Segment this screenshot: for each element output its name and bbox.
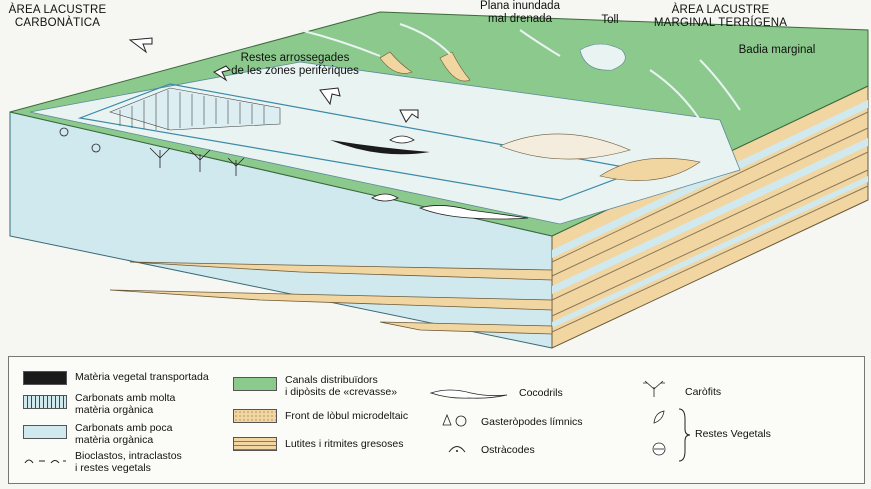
label-pool: Toll <box>601 14 619 26</box>
gastropod-figures <box>59 127 101 153</box>
side-blue-band-2 <box>552 138 868 294</box>
fish-figure-1 <box>371 193 399 202</box>
legend-label-plant-matter: Matèria vegetal transportada <box>75 371 209 383</box>
crocodile-figure <box>418 205 529 220</box>
transported-plant-lens <box>330 140 430 155</box>
legend-label-low-organic: Carbonats amb poca matèria orgànica <box>75 422 173 446</box>
front-strata <box>109 261 553 335</box>
legend-swatch-lutites <box>233 437 277 451</box>
crocodile-icon <box>429 389 508 399</box>
legend-swatch-plant-matter <box>23 371 67 385</box>
ostracod-icon <box>448 446 466 453</box>
legend: Matèria vegetal transportada Carbonats a… <box>8 356 865 484</box>
legend-label-plant-remains: Restes Vegetals <box>695 428 771 440</box>
legend-label-high-organic: Carbonats amb molta matèria orgànica <box>75 392 176 416</box>
legend-swatch-bioclasts <box>24 459 66 464</box>
label-marginal-bay: Badia marginal <box>738 44 816 56</box>
legend-swatch-lobe-front <box>233 409 277 423</box>
leaf-icon <box>653 410 665 424</box>
seed-icon <box>652 442 666 456</box>
side-blue-band-3 <box>552 176 868 328</box>
charophyte-figures <box>149 147 245 176</box>
charophyte-icon <box>643 380 665 397</box>
gastropod-icon <box>442 413 467 427</box>
carbonate-high-organic-zone <box>109 87 281 131</box>
side-strata <box>551 111 869 333</box>
legend-label-lutites: Lutites i ritmites gresoses <box>285 438 404 450</box>
brace-icon <box>678 408 691 462</box>
flow-arrows <box>128 37 419 123</box>
distributary-channels <box>299 23 741 121</box>
label-carbonate-area: ÀREA LACUSTRE CARBONÀTICA <box>8 4 107 29</box>
deltaic-lobes <box>379 51 701 181</box>
legend-swatch-low-organic <box>23 425 67 439</box>
legend-label-charophytes: Caròfits <box>685 386 722 398</box>
legend-label-crocodiles: Cocodrils <box>519 387 563 399</box>
legend-label-lobe-front: Front de lòbul microdeltaic <box>285 410 409 422</box>
legend-label-channels: Canals distribuïdors i dipòsits de «crev… <box>285 374 398 398</box>
fish-figure-2 <box>389 135 415 144</box>
pool-water <box>579 43 626 71</box>
label-periphery-remains: Restes arrossegades de les zones perifèr… <box>231 52 359 77</box>
carbonate-hatching <box>119 90 265 130</box>
legend-swatch-channels <box>233 377 277 391</box>
label-terrigenous-area: ÀREA LACUSTRE MARGINAL TERRÍGENA <box>653 4 788 29</box>
legend-label-ostracods: Ostràcodes <box>481 444 535 456</box>
legend-label-gastropods: Gasteròpodes límnics <box>481 416 583 428</box>
label-floodplain: Plana inundada mal drenada <box>480 0 560 25</box>
legend-label-bioclasts: Bioclastos, intraclastos i restes vegeta… <box>75 450 182 474</box>
legend-swatch-high-organic <box>23 395 67 409</box>
